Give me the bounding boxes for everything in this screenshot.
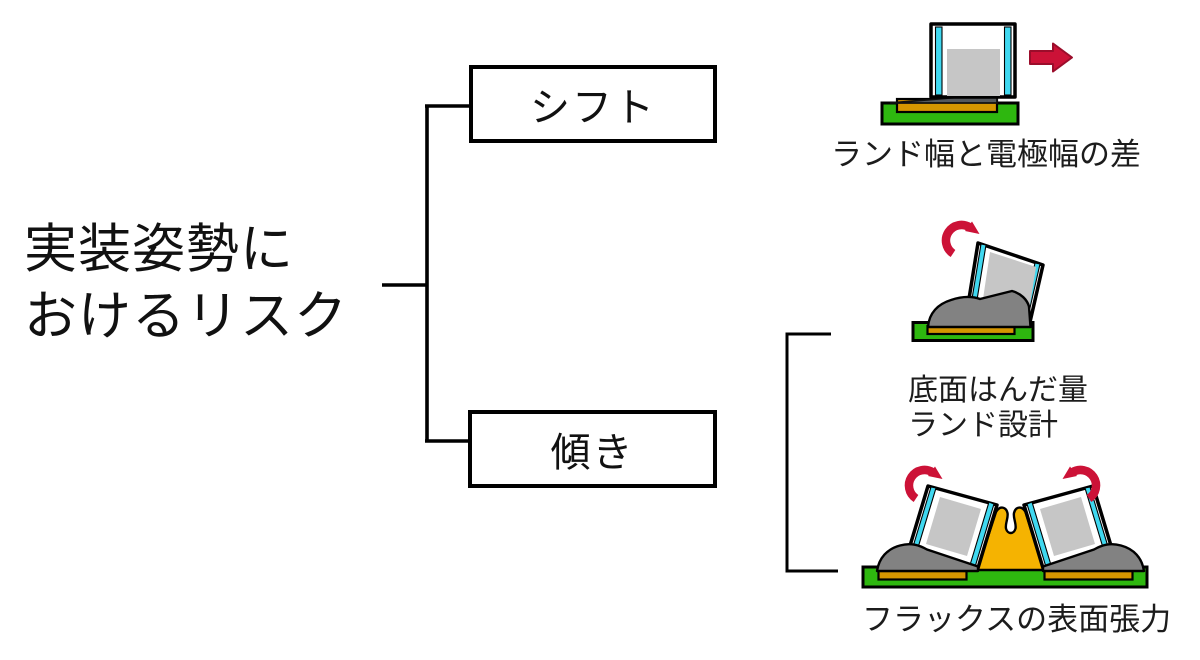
solder-fillet-right — [1041, 543, 1146, 573]
caption-tombstone-cause: フラックスの表面張力 — [862, 602, 1172, 638]
illustration-tombstone — [861, 467, 1149, 589]
solder-land-right — [1043, 569, 1134, 581]
tilt-bracket — [785, 332, 838, 573]
electrode-stripe-left — [934, 26, 943, 96]
branch-box-shift-label: シフト — [530, 85, 656, 131]
branch-box-tilt-label: 傾き — [550, 430, 635, 476]
flux-blob — [975, 506, 1046, 572]
solder-fillet — [926, 289, 1032, 329]
rotation-arrow-icon — [946, 222, 980, 254]
solder-land-left — [877, 569, 968, 581]
shift-direction-arrow-icon — [1029, 42, 1073, 73]
illustration-tilt — [911, 222, 1045, 342]
chip-core — [947, 49, 1000, 96]
chip-core — [926, 497, 981, 556]
electrode-stripe-right — [1003, 26, 1012, 96]
caption-shift-cause: ランド幅と電極幅の差 — [831, 137, 1141, 173]
chip-core — [1040, 497, 1095, 556]
illustration-shift — [880, 22, 1073, 126]
caption-tilt-cause: 底面はんだ量 ランド設計 — [908, 373, 1088, 443]
tree-connector — [382, 104, 469, 443]
branch-box-shift: シフト — [469, 65, 717, 143]
tree-root-label: 実装姿勢に おけるリスク — [24, 219, 348, 347]
solder-fillet-left — [875, 543, 980, 573]
branch-box-tilt: 傾き — [468, 410, 717, 488]
